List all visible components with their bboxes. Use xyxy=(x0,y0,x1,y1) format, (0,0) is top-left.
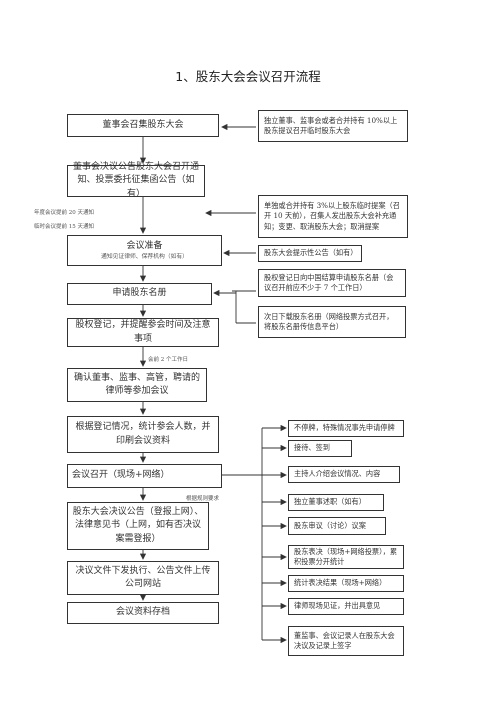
meeting-bracket xyxy=(222,424,287,644)
side-arrows xyxy=(205,123,256,324)
step-distribute-docs: 决议文件下发执行、公告文件上传公司网站 xyxy=(67,561,219,595)
meeting-step-host-intro: 主持人介绍会议情况、内容 xyxy=(288,466,400,483)
side-independent-proposal: 独立董事、监事会或者合并持有 10%以上股东提议召开临时股东大会 xyxy=(258,110,408,142)
meeting-step-reception: 接待、签到 xyxy=(288,440,352,457)
step-board-resolution: 董事会决议公告股东大会召开通知、投票委托征集函公告（如有） xyxy=(67,162,205,199)
side-register-date: 股权登记日向中国结算申请股东名册（会议召开前应不少于 7 个工作日） xyxy=(258,269,406,297)
meeting-step-voting: 股东表决（现场+网络投票），累积投票分开统计 xyxy=(288,545,404,569)
side-temporary-proposal: 单独或合并持有 3%以上股东临时提案（召开 10 天前），召集人发出股东大会补充… xyxy=(258,195,408,238)
per-rules-note: 根据规则要求 xyxy=(186,496,220,502)
step-board-convene: 董事会召集股东大会 xyxy=(67,114,219,137)
annual-notice-note: 年度会议提前 20 天通知 xyxy=(34,210,94,216)
step-meeting-prep: 会议准备 通知见证律师、保荐机构（如有） xyxy=(67,235,222,266)
step-archive: 会议资料存档 xyxy=(67,602,219,624)
step-apply-register: 申请股东名册 xyxy=(67,283,212,305)
meeting-step-review: 股东审议（讨论）议案 xyxy=(288,517,386,535)
step-count-attendees: 根据登记情况，统计参会人数，并印刷会议资料 xyxy=(67,416,219,453)
step-resolution-announce: 股东大会决议公告（登报上网）、法律意见书（上网，如有否决议案需登报） xyxy=(67,502,209,550)
side-download-register: 次日下载股东名册（网络投票方式召开，将股东名册传信息平台） xyxy=(258,306,406,338)
step-confirm-attendees: 确认董事、监事、高管，聘请的律师等参加会议 xyxy=(67,368,207,402)
step-meeting-held: 会议召开（现场+网络） xyxy=(67,464,222,488)
meeting-step-tally: 统计表决结果（现场+网络） xyxy=(288,575,404,592)
meeting-step-lawyer: 律师现场见证，并出具意见 xyxy=(288,598,404,615)
meeting-step-director-report: 独立董事述职（如有） xyxy=(288,494,384,511)
side-reminder-notice: 股东大会提示性公告（如有） xyxy=(258,245,362,262)
temp-notice-note: 临时会议提前 15 天通知 xyxy=(34,224,94,230)
meeting-step-no-suspension: 不停牌，特殊情况事先申请停牌 xyxy=(288,420,404,437)
two-days-note: 会前 2 个工作日 xyxy=(148,357,188,363)
prep-title: 会议准备 xyxy=(126,240,163,251)
prep-subtitle: 通知见证律师、保荐机构（如有） xyxy=(101,253,188,260)
meeting-step-signature: 董监事、会议记录人在股东大会决议及记录上签字 xyxy=(288,626,404,656)
step-registration: 股权登记，并提醒参会时间及注意事项 xyxy=(67,318,219,347)
page-title: 1、股东大会会议召开流程 xyxy=(175,69,321,84)
